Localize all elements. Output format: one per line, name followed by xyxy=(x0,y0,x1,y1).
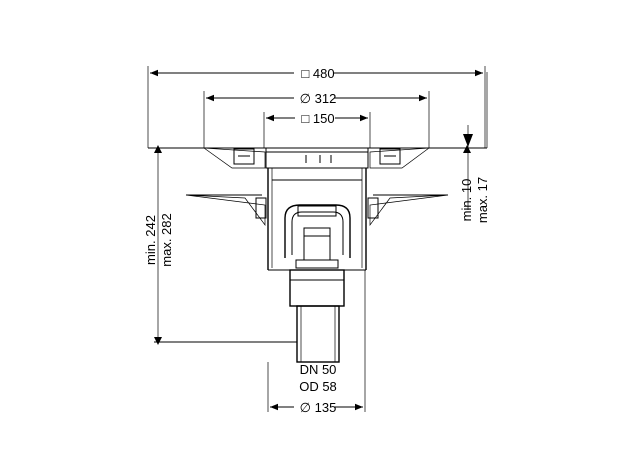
dimension-height: min. 242 max. 282 xyxy=(143,150,174,340)
dimension-480: □ 480 xyxy=(147,66,486,148)
outlet-pipe xyxy=(289,269,345,363)
bottom-reference-line xyxy=(154,337,297,345)
odour-trap xyxy=(284,204,351,269)
dimension-135: ∅ 135 xyxy=(270,400,363,415)
dim-label-adjust-min: min. 10 xyxy=(459,179,474,222)
dim-label-height-min: min. 242 xyxy=(143,215,158,265)
dim-label-312: ∅ 312 xyxy=(300,91,337,106)
dim-label-adjust-max: max. 17 xyxy=(475,177,490,223)
dim-label-150: □ 150 xyxy=(301,111,334,126)
outlet-dn-label: DN 50 xyxy=(300,362,337,377)
outlet-od-label: OD 58 xyxy=(299,379,337,394)
extension-line-right xyxy=(267,270,366,412)
dim-label-480: □ 480 xyxy=(301,66,334,81)
dim-label-height-max: max. 282 xyxy=(159,213,174,266)
drain-body xyxy=(267,168,367,271)
dimension-adjust: min. 10 max. 17 xyxy=(459,72,490,223)
grate xyxy=(265,147,369,169)
dim-label-135: ∅ 135 xyxy=(300,400,337,415)
sealing-membrane xyxy=(185,194,449,227)
dimension-312: ∅ 312 xyxy=(203,91,430,148)
flange xyxy=(202,147,431,169)
dimension-150: □ 150 xyxy=(263,111,371,148)
